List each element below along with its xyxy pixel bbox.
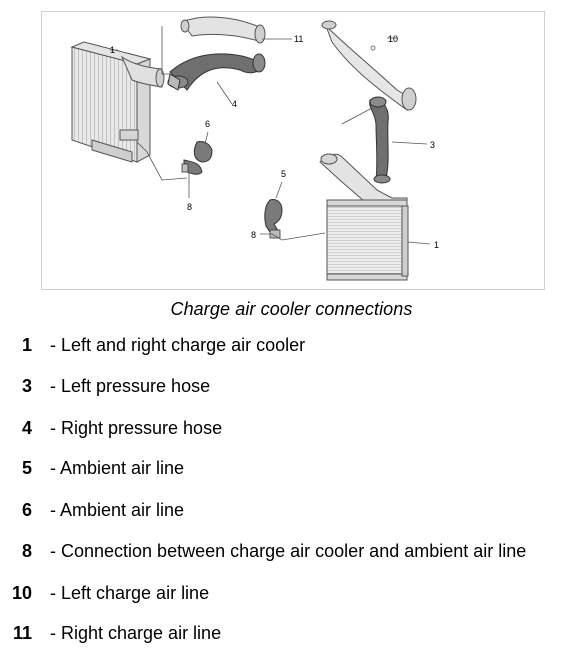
right-pressure-hose bbox=[167, 53, 266, 91]
leader-lines bbox=[110, 26, 431, 245]
legend-number: 11 bbox=[12, 623, 32, 643]
legend-number: 8 bbox=[21, 541, 32, 561]
left-charge-air-cooler bbox=[70, 41, 165, 163]
callout-6: 6 bbox=[205, 119, 210, 129]
legend-description: - Connection between charge air cooler a… bbox=[50, 541, 527, 561]
callout-1-right: 1 bbox=[434, 240, 439, 250]
ambient-air-line-5 bbox=[264, 199, 283, 239]
diagram-figure: 1 11 4 10 3 6 8 5 8 1 bbox=[41, 11, 545, 290]
legend-item: 10 - Left charge air line bbox=[0, 580, 583, 606]
ambient-air-line-6 bbox=[181, 141, 213, 175]
legend-item: 6 - Ambient air line bbox=[0, 497, 583, 523]
callout-10: 10 bbox=[388, 34, 398, 44]
legend-description: - Left pressure hose bbox=[50, 376, 211, 396]
legend-description: - Right charge air line bbox=[50, 623, 222, 643]
legend-description: - Left charge air line bbox=[50, 583, 210, 603]
legend-item: 1 - Left and right charge air cooler bbox=[0, 332, 583, 358]
legend-description: - Ambient air line bbox=[50, 458, 185, 478]
figure-caption: Charge air cooler connections bbox=[170, 299, 413, 319]
legend-description: - Ambient air line bbox=[50, 500, 185, 520]
right-charge-air-line bbox=[180, 16, 266, 44]
callout-3: 3 bbox=[430, 140, 435, 150]
legend-item: 8 - Connection between charge air cooler… bbox=[0, 538, 583, 564]
legend-description: - Right pressure hose bbox=[50, 418, 223, 438]
legend-number: 6 bbox=[21, 500, 32, 520]
callout-5: 5 bbox=[281, 169, 286, 179]
callout-1-left: 1 bbox=[110, 45, 115, 55]
legend-item: 11 - Right charge air line bbox=[0, 620, 583, 646]
left-pressure-hose bbox=[369, 96, 391, 184]
callout-11: 11 bbox=[294, 34, 303, 44]
legend-item: 3 - Left pressure hose bbox=[0, 373, 583, 399]
legend-number: 3 bbox=[21, 376, 32, 396]
legend-number: 5 bbox=[21, 458, 32, 478]
legend-description: - Left and right charge air cooler bbox=[50, 335, 306, 355]
legend-number: 4 bbox=[21, 418, 32, 438]
left-charge-air-line bbox=[321, 20, 417, 111]
right-charge-air-cooler bbox=[319, 153, 409, 281]
legend-item: 5 - Ambient air line bbox=[0, 455, 583, 481]
callout-4: 4 bbox=[232, 99, 237, 109]
legend-number: 10 bbox=[11, 583, 32, 603]
diagram-drawing: 1 11 4 10 3 6 8 5 8 1 bbox=[70, 16, 439, 281]
legend-number: 1 bbox=[21, 335, 32, 355]
callout-8-right: 8 bbox=[251, 230, 256, 240]
callout-8-left: 8 bbox=[187, 202, 192, 212]
legend-item: 4 - Right pressure hose bbox=[0, 415, 583, 441]
